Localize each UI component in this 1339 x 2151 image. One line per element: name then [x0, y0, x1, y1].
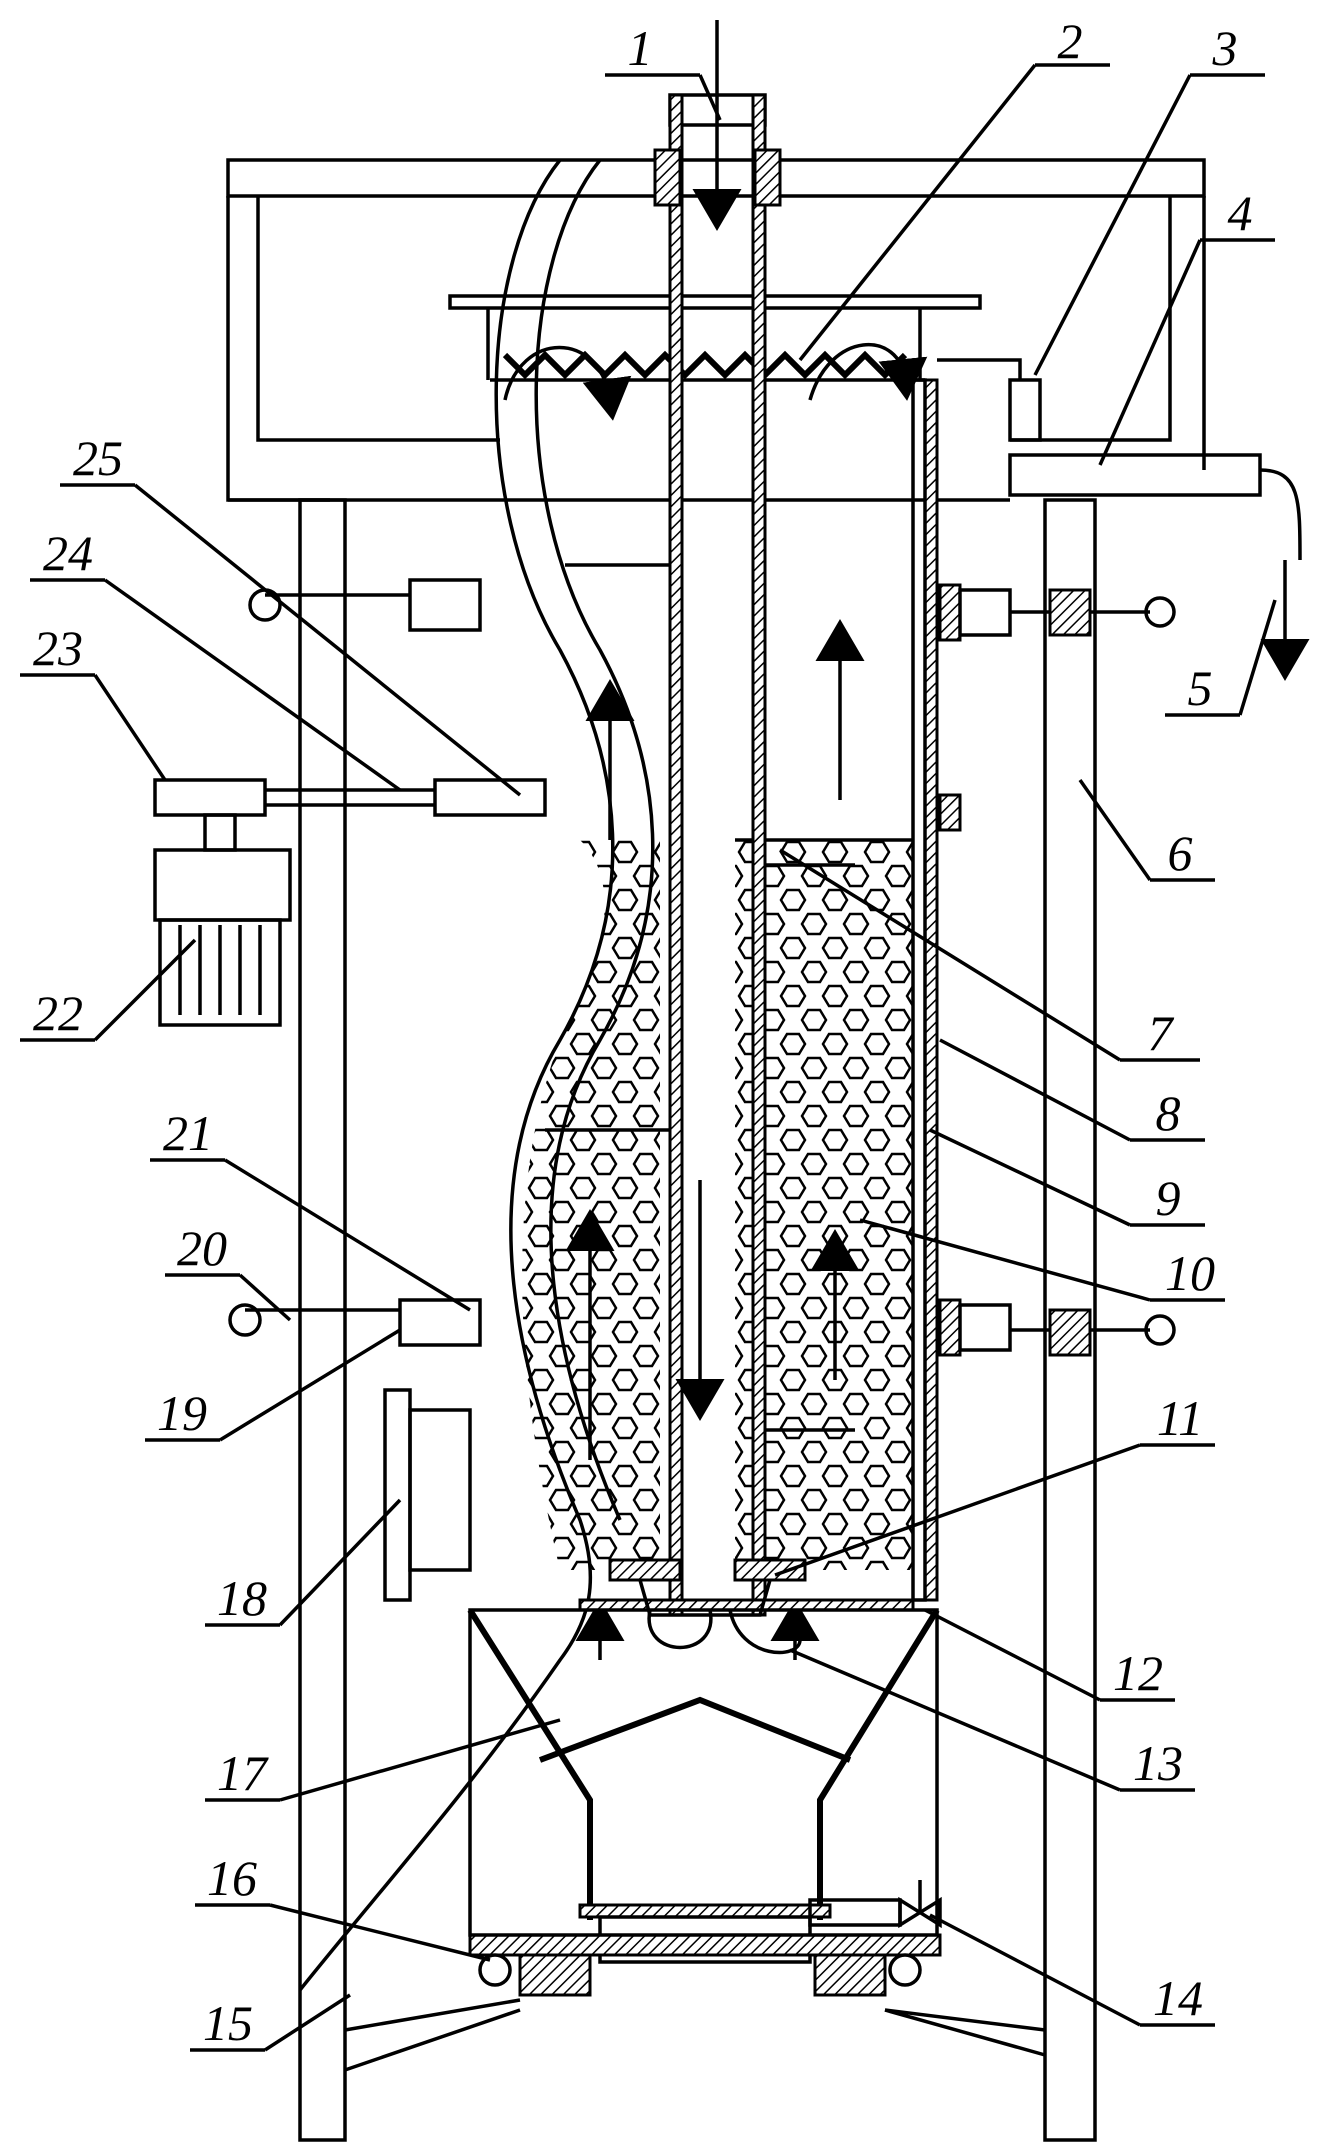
- callout-11: 11: [1157, 1390, 1203, 1446]
- callout-9: 9: [1156, 1170, 1181, 1226]
- drain-valve: [808, 1880, 942, 1929]
- overflow-outlet: [937, 358, 1310, 681]
- callout-3: 3: [1212, 20, 1238, 76]
- callout-22: 22: [33, 985, 83, 1041]
- callout-13: 13: [1133, 1735, 1183, 1791]
- callout-25: 25: [73, 430, 123, 486]
- callout-20: 20: [177, 1220, 227, 1276]
- reactor-shell: [490, 378, 939, 1602]
- callout-4: 4: [1228, 185, 1253, 241]
- internal-baffles: [545, 563, 855, 1432]
- callout-7: 7: [1148, 1005, 1175, 1061]
- callout-16: 16: [207, 1850, 257, 1906]
- flow-arrows: [565, 619, 865, 1660]
- callout-5: 5: [1188, 660, 1213, 716]
- callout-12: 12: [1113, 1645, 1163, 1701]
- callout-10: 10: [1165, 1245, 1215, 1301]
- callout-19: 19: [157, 1385, 207, 1441]
- callout-24: 24: [43, 525, 93, 581]
- bottom-cone: [467, 1608, 942, 1997]
- leader-lines: [20, 63, 1277, 2052]
- callout-18: 18: [217, 1570, 267, 1626]
- callout-8: 8: [1156, 1085, 1181, 1141]
- side-ports: [228, 578, 1176, 1357]
- callout-1: 1: [628, 20, 653, 76]
- packing-bed: [522, 838, 913, 1570]
- callout-15: 15: [203, 1995, 253, 2051]
- callout-14: 14: [1153, 1970, 1203, 2026]
- callout-21: 21: [163, 1105, 213, 1161]
- cutaway-boundary: [298, 158, 615, 1992]
- motor-drive: [153, 778, 962, 1602]
- top-collector-tray: [448, 294, 982, 421]
- callout-17: 17: [217, 1745, 269, 1801]
- callout-labels: 1 2 3 4 5 6 7 8 9 10 11 12 13 14 15 16 1…: [33, 13, 1253, 2051]
- support-legs: [298, 498, 1097, 2142]
- callout-23: 23: [33, 620, 83, 676]
- central-pipe: [653, 20, 782, 1617]
- callout-2: 2: [1058, 13, 1083, 69]
- callout-6: 6: [1168, 825, 1193, 881]
